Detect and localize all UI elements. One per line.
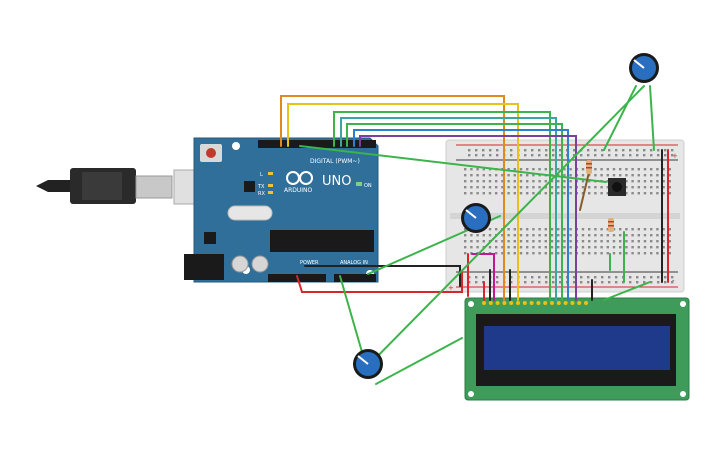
lcd-pin[interactable] [482, 301, 486, 305]
lcd-pin[interactable] [509, 301, 514, 305]
power-jack[interactable] [184, 254, 224, 280]
wire-yellow[interactable] [287, 103, 519, 301]
resistor-icon[interactable] [608, 218, 614, 232]
lcd-pin[interactable] [584, 301, 588, 305]
lcd-pin[interactable] [536, 301, 541, 305]
wires [280, 85, 669, 385]
lcd-pin[interactable] [516, 301, 520, 305]
lcd-pin[interactable] [502, 301, 507, 305]
lcd-pin[interactable] [543, 301, 548, 305]
lcd-pin[interactable] [495, 301, 500, 305]
wire-purple[interactable] [359, 135, 577, 301]
atmega-chip [270, 230, 374, 252]
wire-green-b[interactable] [346, 123, 563, 301]
wire-black-gnd[interactable] [304, 265, 461, 287]
analog-header[interactable] [334, 274, 376, 282]
wire-green-right[interactable] [603, 281, 651, 301]
on-label: ON [364, 183, 372, 189]
rail-minus-bottom: - [672, 277, 675, 285]
potentiometer-icon[interactable] [629, 53, 659, 83]
lcd-pin[interactable] [522, 301, 527, 305]
lcd-screen [484, 326, 670, 370]
rail-plus-top: + [672, 152, 678, 160]
wire-green-top-2[interactable] [649, 85, 655, 151]
resistor-icon[interactable] [586, 160, 592, 174]
lcd-pin[interactable] [488, 301, 493, 305]
led-l-label: L [260, 172, 263, 178]
brand-label: ARDUINO [284, 187, 313, 194]
breadboard-holes [464, 149, 674, 284]
usb-cable-icon[interactable] [36, 168, 209, 205]
wire-green-pot-c[interactable] [339, 275, 363, 353]
model-label: UNO [322, 174, 351, 189]
lcd-pin[interactable] [577, 301, 582, 305]
rail-plus-bottom: + [448, 284, 454, 292]
lcd-pin[interactable] [570, 301, 575, 305]
potentiometer-icon[interactable] [353, 349, 383, 379]
lcd-pin-header[interactable] [482, 301, 588, 305]
analog-label: ANALOG IN [340, 260, 368, 266]
arduino-uno-board[interactable]: DIGITAL (PWM~) ARDUINO UNO ON L TX RX [184, 137, 379, 283]
power-label: POWER [300, 260, 319, 266]
wire-green-pot-b[interactable] [375, 337, 463, 385]
wire-green-top[interactable] [603, 85, 637, 151]
wire-green-a[interactable] [333, 111, 551, 301]
wire-blue[interactable] [353, 129, 569, 301]
lcd-pin[interactable] [563, 301, 568, 305]
arduino-logo-icon [286, 171, 313, 185]
lcd-pin[interactable] [556, 301, 561, 305]
wire-green-pot-a[interactable] [361, 85, 645, 373]
wire-red-5v[interactable] [296, 271, 463, 293]
wire-orange[interactable] [280, 95, 505, 301]
wire-brown[interactable] [579, 167, 591, 211]
lcd-pin[interactable] [529, 301, 534, 305]
led-tx-label: TX [257, 184, 265, 190]
lcd-pin[interactable] [550, 301, 554, 305]
lcd-display[interactable] [464, 297, 690, 401]
digital-label: DIGITAL (PWM~) [310, 158, 360, 165]
wire-teal[interactable] [340, 117, 557, 301]
pushbutton-icon[interactable] [608, 178, 626, 196]
digital-header[interactable] [258, 140, 376, 148]
potentiometer-icon[interactable] [461, 203, 491, 233]
led-rx-label: RX [258, 191, 265, 197]
